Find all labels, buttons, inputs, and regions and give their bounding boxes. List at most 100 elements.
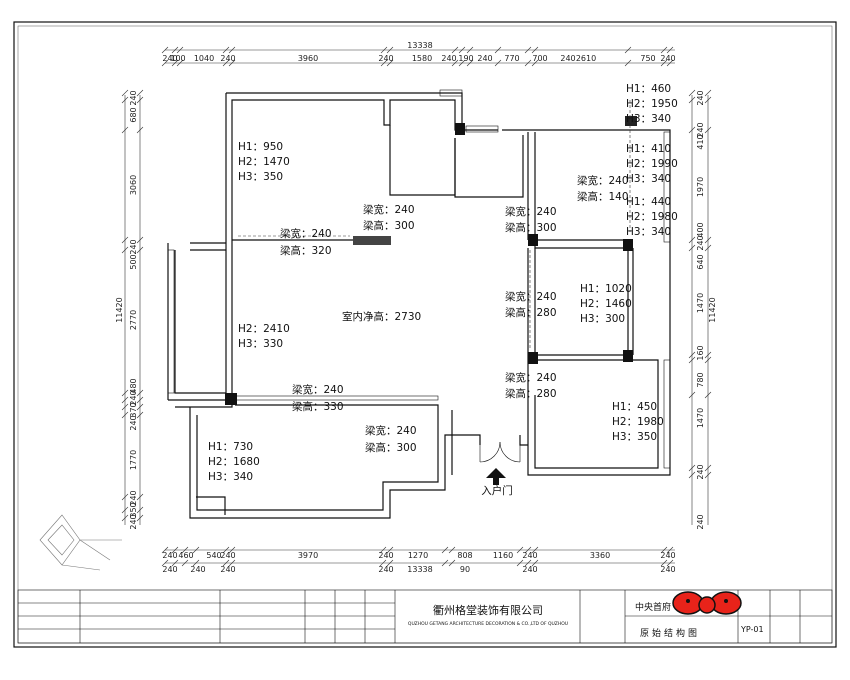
topdims-4: 3960 xyxy=(298,54,318,63)
svg-text:梁高：300: 梁高：300 xyxy=(363,219,415,232)
rightdims-6: 640 xyxy=(696,254,705,269)
svg-text:H2：1990: H2：1990 xyxy=(626,158,678,170)
topdims-6: 1580 xyxy=(412,54,432,63)
botdims-4: 3970 xyxy=(298,551,318,560)
svg-text:H2：1980: H2：1980 xyxy=(626,211,678,223)
room-b2-label: H1：440 H2：1980 H3：340 xyxy=(626,196,678,238)
bot2dims-2: 240 xyxy=(220,565,235,574)
topdims-2: 1040 xyxy=(194,54,214,63)
svg-text:H1：460: H1：460 xyxy=(626,83,671,95)
botdims-11: 240 xyxy=(660,551,675,560)
leftdims-1: 680 xyxy=(129,107,138,122)
rightdims-1: 240 xyxy=(696,122,705,137)
leftdims-3: 240 xyxy=(129,239,138,254)
left-total-dim: 11420 xyxy=(115,297,124,322)
botdims-6: 1270 xyxy=(408,551,428,560)
compass-icon xyxy=(39,514,122,571)
beam-label-3: 梁宽：240 梁高：300 xyxy=(505,205,557,234)
beam-label-b: 梁宽：240 梁高：140 xyxy=(577,174,629,203)
topdims-7: 240 xyxy=(441,54,456,63)
ceiling-height-label: 室内净高：2730 xyxy=(342,310,421,323)
rightdims-0: 240 xyxy=(696,90,705,105)
bot2dims-3: 240 xyxy=(378,565,393,574)
room-c-label: H1：1020 H2：1460 H3：300 xyxy=(580,283,632,325)
svg-text:H3：350: H3：350 xyxy=(612,431,657,443)
dimension-lines xyxy=(124,49,709,564)
svg-text:H3：340: H3：340 xyxy=(626,226,671,238)
botdims-5: 240 xyxy=(378,551,393,560)
leftdims-8: 370 xyxy=(129,402,138,417)
beam-label-2: 梁宽：240 梁高：300 xyxy=(363,203,415,232)
sheet-border xyxy=(13,21,837,648)
svg-text:H1：1020: H1：1020 xyxy=(580,283,632,295)
rightdims-8: 160 xyxy=(696,345,705,360)
svg-text:H3：330: H3：330 xyxy=(238,338,283,350)
botdims-2: 540 xyxy=(206,551,221,560)
svg-text:梁宽：240: 梁宽：240 xyxy=(363,203,415,216)
leftdims-0: 240 xyxy=(129,90,138,105)
columns xyxy=(225,116,637,405)
svg-text:梁高：300: 梁高：300 xyxy=(505,221,557,234)
svg-text:H2：1980: H2：1980 xyxy=(612,416,664,428)
leftdims-13: 240 xyxy=(129,514,138,529)
rightdims-5: 240 xyxy=(696,235,705,250)
leftdims-10: 1770 xyxy=(129,450,138,470)
company-name-en: QUZHOU GETANG ARCHITECTURE DECORATION & … xyxy=(408,621,568,627)
svg-text:H3：340: H3：340 xyxy=(208,471,253,483)
svg-text:梁宽：240: 梁宽：240 xyxy=(505,371,557,384)
leftdims-6: 480 xyxy=(129,378,138,393)
topdims-3: 240 xyxy=(220,54,235,63)
entrance-door xyxy=(479,440,521,463)
botdims-10: 3360 xyxy=(590,551,610,560)
bot2dims-0: 240 xyxy=(162,565,177,574)
svg-text:梁高：300: 梁高：300 xyxy=(365,441,417,454)
svg-text:H1：410: H1：410 xyxy=(626,143,671,155)
botdims-3: 240 xyxy=(220,551,235,560)
topdims-11: 700 xyxy=(532,54,547,63)
bot2dims-6: 240 xyxy=(660,565,675,574)
rightdims-4: 400 xyxy=(696,222,705,237)
bot2dims-5: 240 xyxy=(522,565,537,574)
room-b-label: H1：410 H2：1990 H3：340 xyxy=(626,143,678,185)
rightdims-11: 240 xyxy=(696,464,705,479)
bow-sticker-icon xyxy=(672,591,742,615)
topdims-0: 240 xyxy=(162,54,177,63)
topdims-12: 240 xyxy=(560,54,575,63)
svg-text:梁宽：240: 梁宽：240 xyxy=(505,205,557,218)
svg-text:梁高：320: 梁高：320 xyxy=(280,244,332,257)
svg-text:H2：1680: H2：1680 xyxy=(208,456,260,468)
beam-label-7: 梁宽：240 梁高：300 xyxy=(365,424,417,454)
svg-text:梁宽：240: 梁宽：240 xyxy=(577,174,629,187)
drawing-number: YP-01 xyxy=(740,625,764,634)
company-name-cn: 衢州格堂装饰有限公司 xyxy=(433,603,543,617)
svg-text:梁宽：240: 梁宽：240 xyxy=(365,424,417,437)
top-total-dim: 13338 xyxy=(407,41,432,50)
botdims-1: 460 xyxy=(178,551,193,560)
topdims-10: 770 xyxy=(504,54,519,63)
svg-text:H1：730: H1：730 xyxy=(208,441,253,453)
room-e-label: H1：730 H2：1680 H3：340 xyxy=(208,441,260,483)
rightdims-10: 1470 xyxy=(696,408,705,428)
svg-text:梁高：140: 梁高：140 xyxy=(577,190,629,203)
svg-text:H3：340: H3：340 xyxy=(626,113,671,125)
leftdims-12: 350 xyxy=(129,502,138,517)
bot2dims-4: 90 xyxy=(460,565,470,574)
room-a-h3: H3：350 xyxy=(238,171,283,183)
living-label: H2：2410 H3：330 xyxy=(238,323,290,350)
botdims-8: 1160 xyxy=(493,551,513,560)
botdims-9: 240 xyxy=(522,551,537,560)
svg-text:H1：440: H1：440 xyxy=(626,196,671,208)
bottom-total-dim: 13338 xyxy=(407,565,432,574)
svg-text:H3：340: H3：340 xyxy=(626,173,671,185)
drawing-name: 原始结构图 xyxy=(640,627,700,639)
svg-text:梁高：280: 梁高：280 xyxy=(505,387,557,400)
topdims-1: 100 xyxy=(170,54,185,63)
rightdims-3: 1970 xyxy=(696,177,705,197)
room-a-h2: H2：1470 xyxy=(238,156,290,168)
leftdims-11: 240 xyxy=(129,490,138,505)
room-b-top-label: H1：460 H2：1950 H3：340 xyxy=(626,83,678,125)
